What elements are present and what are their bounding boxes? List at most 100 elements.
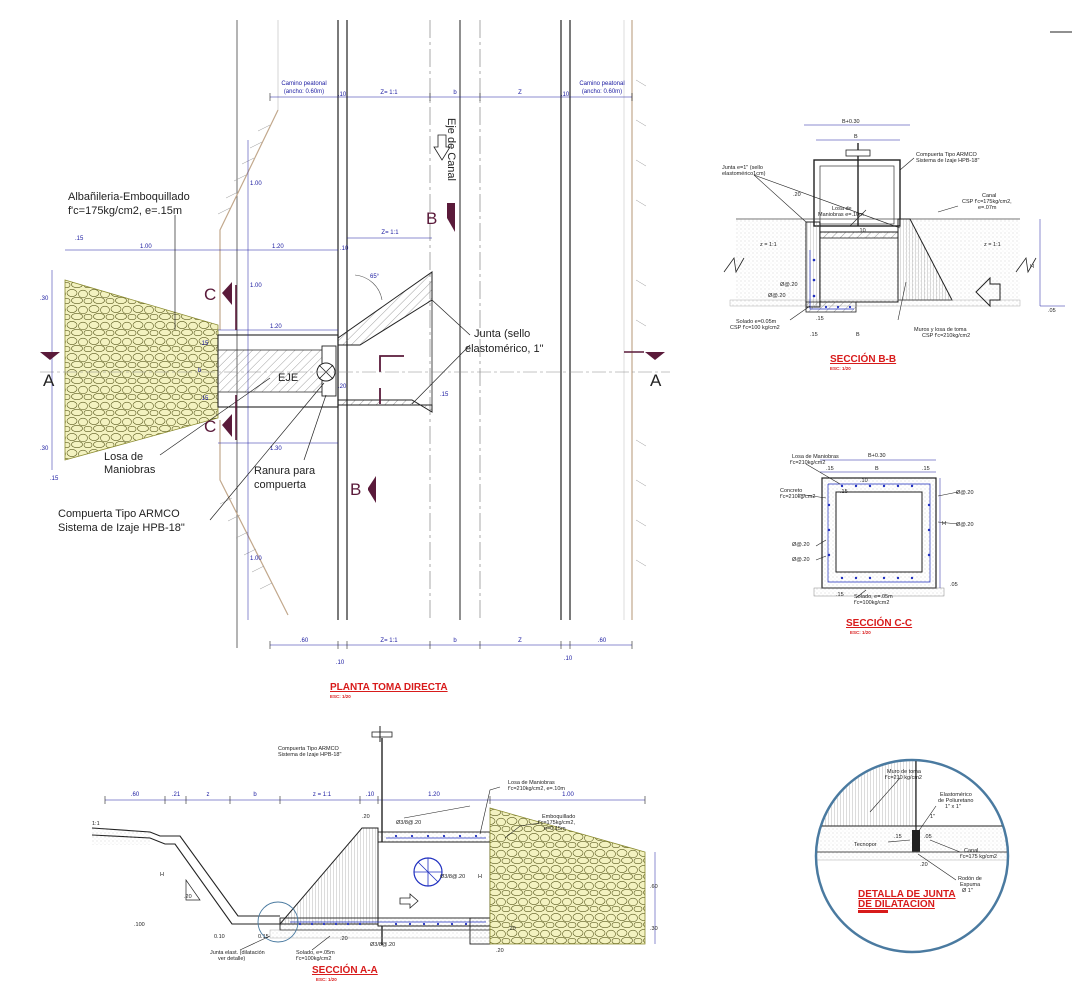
label-junta-2: elastomérico, 1"	[465, 343, 544, 355]
label-losa-2: Maniobras	[104, 464, 156, 476]
aa-empo-2: f'c=175kg/cm2,	[538, 820, 575, 826]
plan-dim-left-100d: 1.00	[250, 556, 262, 562]
aa-dim-b: b	[253, 792, 257, 798]
plan-dim-b: b	[198, 368, 202, 374]
aa-dim-20c: .20	[508, 926, 516, 932]
plan-title: PLANTA TOMA DIRECTA	[330, 682, 448, 693]
bb-muros-2: CSP f'c=210kg/cm2	[922, 333, 970, 339]
stone-masonry	[64, 279, 219, 461]
plan-dim-20: .20	[338, 384, 347, 390]
aa-slope: 1:1	[92, 821, 100, 827]
canal-axis-label: Eje de Canal	[445, 118, 457, 181]
label-compuerta-2: Sistema de Izaje HPB-18"	[58, 522, 185, 534]
bottom-dim-10b: .10	[564, 656, 573, 662]
top-dim-z11: Z= 1:1	[380, 90, 398, 96]
plan-dim-15: .15	[440, 392, 449, 398]
bb-compuerta-1: Compuerta Tipo ARMCO	[916, 152, 978, 158]
plan-angle: 65°	[370, 274, 380, 280]
cc-dim-15d: .15	[836, 592, 844, 598]
det-dim-05: .05	[924, 834, 932, 840]
aa-dim-120: 1.20	[428, 792, 440, 798]
bb-b-total: B+0.30	[842, 119, 860, 125]
aa-losa-2: f'c=210kg/cm2, e=.10m	[508, 786, 565, 792]
bb-losa-2: Maniobras e=.10m	[818, 212, 864, 218]
det-dim-15: .15	[894, 834, 902, 840]
det-title-2: DE DILATACION	[858, 899, 935, 910]
label-compuerta-1: Compuerta Tipo ARMCO	[58, 508, 180, 520]
label-albanileria-2: f'c=175kg/cm2, e=.15m	[68, 205, 182, 217]
cc-losa-1: Losa de Maniobras	[792, 454, 839, 460]
plan-dim-left-100: 1.00	[140, 244, 152, 250]
plan-dim-10-mid: .10	[340, 246, 349, 252]
bb-dim-15a: .15	[816, 316, 824, 322]
cc-dim-h: H	[942, 521, 946, 527]
bb-canal-3: e=.07m	[978, 205, 997, 211]
bb-rebar-1: Ø@.20	[780, 282, 798, 288]
bb-junta-1: Junta e=1" (sello	[722, 165, 763, 171]
det-elast-1: Elastomérico	[940, 792, 972, 798]
section-aa: .60 .21 z b z = 1:1 .10 1.20 1.00 Compue…	[91, 726, 658, 982]
aa-solado-2: f'c=100kg/cm2	[296, 956, 331, 962]
plan-dim-left-130: 1.30	[270, 446, 282, 452]
aa-scale: ESC: 1/20	[316, 977, 337, 982]
aa-detail-marker	[257, 901, 299, 943]
cut-marker-b-top: B	[426, 209, 437, 228]
det-canal-2: f'c=175 kg/cm2	[960, 854, 997, 860]
bb-z-left: z = 1:1	[760, 242, 777, 248]
aa-dim-015: 0.15	[258, 934, 269, 940]
aa-dim-z11: z = 1:1	[313, 792, 332, 798]
label-losa-1: Losa de	[104, 451, 143, 463]
aa-solado-1: Solado, e=.05m	[296, 950, 335, 956]
section-cc: B+0.30 .15 B .15 H .15 .10 .15 .05 Losa …	[780, 453, 974, 635]
det-tecnopor: Tecnopor	[854, 842, 877, 848]
aa-dim-60b: .60	[650, 884, 658, 890]
bb-dim-05: .05	[1048, 308, 1056, 314]
det-muro-2: f'c=210 kg/cm2	[885, 775, 922, 781]
aa-dim-100b: .100	[134, 922, 145, 928]
aa-losa-1: Losa de Maniobras	[508, 780, 555, 786]
cc-dim-15a: .15	[826, 466, 834, 472]
aa-compuerta-1: Compuerta Tipo ARMCO	[278, 746, 340, 752]
bb-b: B	[854, 134, 858, 140]
bb-rebar-2: Ø@.20	[768, 293, 786, 299]
bb-canal-1: Canal	[982, 193, 996, 199]
bb-title: SECCIÓN B-B	[830, 352, 896, 365]
bb-solado-1: Solado e=0.05m	[736, 319, 777, 325]
cc-rebar-l2: Ø@.20	[792, 557, 810, 563]
top-dim-ancho-2: (ancho: 0.60m)	[582, 89, 622, 95]
bottom-dim-b: b	[453, 638, 457, 644]
aa-junta-2: ver detalle)	[218, 956, 245, 962]
aa-dim-10: .10	[366, 792, 375, 798]
label-junta-1: Junta (sello	[474, 328, 530, 340]
aa-dim-010: 0.10	[214, 934, 225, 940]
plan-dim-left-15: .15	[75, 236, 84, 242]
aa-dim-h2: H	[478, 874, 482, 880]
cut-marker-a-right: A	[650, 371, 662, 390]
bb-compuerta-2: Sistema de Izaje HPB-18"	[916, 158, 979, 164]
top-dim-camino-2: Camino peatonal	[579, 81, 624, 87]
cc-solado-2: f'c=100kg/cm2	[854, 600, 889, 606]
cc-rebar-r2: Ø@.20	[956, 522, 974, 528]
cc-dim-15c: .15	[840, 489, 848, 495]
aa-compuerta-2: Sistema de Izaje HPB-18"	[278, 752, 341, 758]
axis-label: EJE	[278, 372, 298, 384]
cc-rebar-l1: Ø@.20	[792, 542, 810, 548]
label-albanileria-1: Albañileria-Emboquillado	[68, 191, 190, 203]
det-elast-3: 1" x 1"	[945, 804, 961, 810]
aa-dim-20e: .20	[184, 894, 192, 900]
aa-title: SECCIÓN A-A	[312, 963, 378, 976]
bb-solado-2: CSP f'c=100 kg/cm2	[730, 325, 780, 331]
aa-empo-3: e=0.15m	[544, 826, 566, 832]
det-rodon-1: Rodón de	[958, 876, 982, 882]
aa-dim-z: z	[207, 792, 210, 798]
aa-dim-20b: .20	[340, 936, 348, 942]
cc-concreto-2: f'c=210kg/cm2	[780, 494, 815, 500]
det-elast-2: de Poliuretano	[938, 798, 973, 804]
cut-marker-b-bottom: B	[350, 480, 361, 499]
det-dim-1: 1"	[930, 814, 935, 820]
bb-dim-b: B	[856, 332, 860, 338]
aa-dim-30: .30	[650, 926, 658, 932]
cc-solado-1: Solado, e=.05m	[854, 594, 893, 600]
det-rodon-3: Ø 1"	[962, 888, 973, 894]
